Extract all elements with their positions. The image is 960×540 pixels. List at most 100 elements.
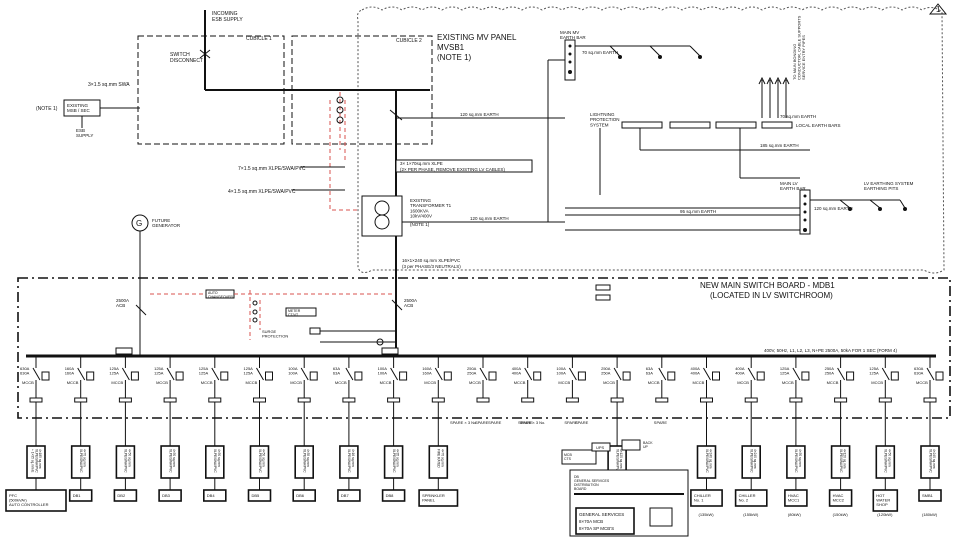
cable-box	[786, 445, 806, 479]
feeder-type: MCCB	[514, 380, 526, 385]
feeder-dest: DB1	[73, 493, 82, 498]
mv-cable-label: 3× 1×70sq.mm XLPE	[400, 161, 443, 166]
feeder-dest: DB5	[252, 493, 261, 498]
mv-panel-title: EXISTING MV PANEL	[437, 33, 517, 42]
mccb-icon	[658, 367, 667, 381]
surge-wiring	[249, 290, 261, 340]
esb-cable-label: 3×1.5 sq.mm SWA	[88, 82, 130, 88]
ct-cable-1-label: 7×1.5 sq.mm XLPE/SWA/PVC	[238, 166, 306, 172]
mccb-icon	[32, 367, 41, 381]
feeder-type: MCCB	[335, 380, 347, 385]
ct-icon	[789, 397, 803, 403]
revision-marker: 1	[936, 5, 941, 14]
feeder-type: MCCB	[737, 380, 749, 385]
transformer-note: (NOTE 1)	[410, 222, 430, 227]
spare-label: SPARE	[575, 420, 589, 425]
feeder-dest: SPARE	[654, 420, 668, 425]
feeder-type: MCCB	[558, 380, 570, 385]
ct-icon	[342, 397, 356, 403]
feeder-type: MCCB	[201, 380, 213, 385]
feeder-cable: 4×35 sq.mmXLPE/SWA/PVC	[303, 449, 311, 473]
feeder-6	[247, 356, 273, 502]
ct-icon	[610, 397, 624, 403]
ct-icon	[476, 397, 490, 403]
ct-cable-2-label: 4×1.5 sq.mm XLPE/SWA/PVC	[228, 189, 296, 195]
revision-triangle-icon	[928, 3, 948, 15]
trip-unit-icon	[667, 371, 676, 381]
mv-earth-cable-label: 70 sq.mm EARTH	[582, 50, 618, 55]
control-wiring	[329, 92, 360, 211]
trip-unit-icon	[41, 371, 50, 381]
trip-unit-icon	[354, 371, 363, 381]
generator-acb-icon	[135, 304, 147, 316]
trip-unit-icon	[935, 371, 944, 381]
feeder-dest: DB8	[386, 493, 395, 498]
ct-icon	[163, 397, 177, 403]
cable-box	[339, 445, 359, 479]
cable-box	[249, 445, 270, 479]
feeder-12	[521, 356, 542, 403]
ct-icon	[834, 397, 848, 403]
feeder-type: MCCB	[827, 380, 839, 385]
feeder-cable: 4×240 sq.mmXLPE/SWA/PVC	[750, 449, 758, 473]
cable-box	[115, 445, 136, 479]
lv-cable-label: 16×1×240 sq.mm XLPE/PVC	[402, 258, 461, 263]
feeder-17: (155kW)	[734, 356, 768, 517]
feeder-cable: 4×120 sq.mmXLPE/SWA/PVC	[615, 449, 623, 473]
ct-icon	[878, 397, 892, 403]
feeder-4	[158, 356, 184, 502]
existing-mv-panel-boundary	[357, 6, 945, 274]
earth-cable-185-label: 185 sq.mm EARTH	[760, 143, 799, 148]
feeder-dest: SMB1	[922, 493, 934, 498]
feeder-dest-box	[784, 489, 808, 507]
feeder-cable: 4×50 sq.mmXLPE/SWA/PVC	[213, 449, 221, 473]
mv-panel-note: (NOTE 1)	[437, 53, 472, 62]
feeder-16: (135kW)	[690, 356, 723, 517]
feeder-1	[5, 356, 67, 512]
feeder-cable: 4×70 sq.mmXLPE/SWA/PVC	[79, 449, 87, 473]
feeder-type: MCCB	[782, 380, 794, 385]
feeder-type: MCCB	[469, 380, 481, 385]
feeder-load: (135kW)	[699, 512, 715, 517]
trip-unit-icon	[443, 371, 452, 381]
feeder-type: MCCB	[156, 380, 168, 385]
mccb-icon	[434, 367, 443, 381]
feeder-dest: SPARE	[475, 420, 489, 425]
mccb-icon	[390, 367, 399, 381]
cable-box	[741, 445, 762, 479]
cable-box	[70, 445, 91, 479]
feeder-dest-box	[828, 489, 853, 507]
feeder-7	[292, 356, 318, 502]
esb-note: (NOTE 1)	[36, 106, 58, 112]
spare-label: SPARE	[488, 420, 502, 425]
transformer-secondary-icon	[374, 214, 390, 230]
trip-unit-icon	[712, 371, 720, 381]
cable-box	[696, 445, 717, 479]
generator-symbol: G	[136, 219, 142, 228]
feeder-type: MCCB	[648, 380, 660, 385]
feeder-dest-box	[381, 489, 406, 502]
